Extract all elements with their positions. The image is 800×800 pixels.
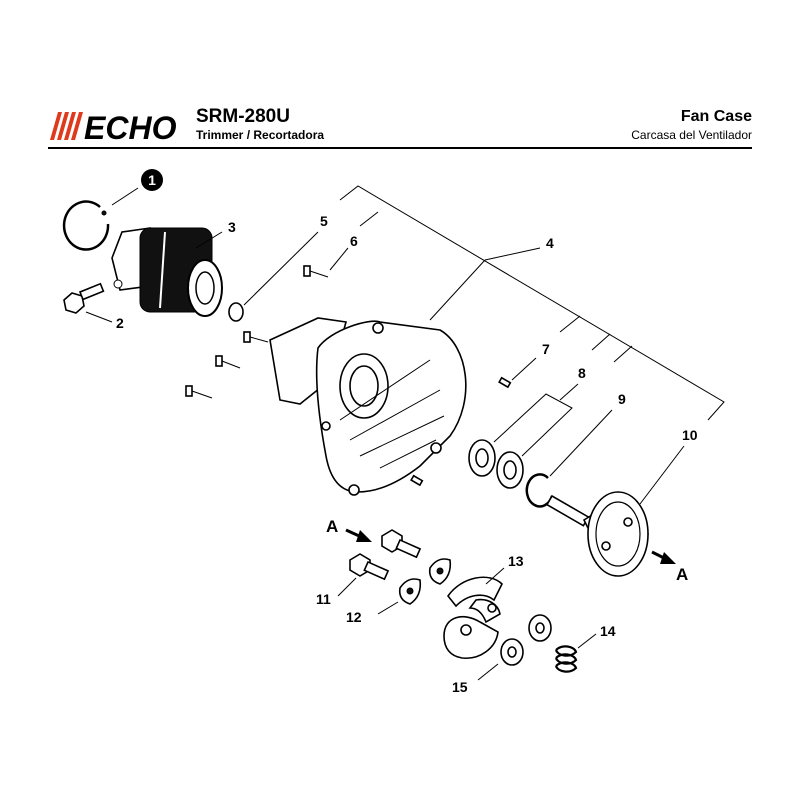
callout-9: 9 bbox=[618, 391, 626, 407]
part-4-fan-case: 4 bbox=[269, 235, 554, 496]
echo-logo: ECHO bbox=[50, 110, 177, 144]
ref-a-right: A bbox=[676, 565, 688, 584]
screw-6b bbox=[243, 331, 269, 343]
callout-12: 12 bbox=[346, 609, 362, 625]
callout-3: 3 bbox=[228, 219, 236, 235]
callout-15: 15 bbox=[452, 679, 468, 695]
part-8-bearings: 8 bbox=[468, 365, 586, 489]
screw-6d bbox=[185, 385, 213, 399]
part-1-circlip: 1 bbox=[62, 169, 163, 251]
callout-2: 2 bbox=[116, 315, 124, 331]
callout-1-badge bbox=[141, 169, 163, 191]
page-title: Fan Case bbox=[680, 108, 752, 125]
ref-arrow-a-right: A bbox=[651, 550, 688, 584]
part-14-spring: 14 bbox=[554, 623, 616, 673]
callout-8: 8 bbox=[578, 365, 586, 381]
ref-arrow-a-left: A bbox=[326, 517, 372, 542]
part-7-pin: 7 bbox=[410, 341, 550, 487]
screw-6a bbox=[303, 265, 329, 278]
brand-wordmark: ECHO bbox=[84, 110, 177, 144]
assembly-bracket bbox=[339, 185, 725, 421]
callout-1: 1 bbox=[148, 172, 156, 188]
callout-14: 14 bbox=[600, 623, 616, 639]
part-6-screws: 6 bbox=[185, 233, 358, 399]
part-5-ring: 5 bbox=[228, 213, 328, 322]
model-number: SRM-280U bbox=[196, 106, 290, 127]
part-10-clutch-drum: 10 bbox=[545, 427, 698, 577]
screw-6c bbox=[215, 355, 241, 369]
part-12-washers: 12 bbox=[346, 558, 452, 625]
callout-5: 5 bbox=[320, 213, 328, 229]
part-9-circlip: 9 bbox=[525, 391, 626, 508]
part-2-bolt: 2 bbox=[63, 282, 124, 331]
part-11-bolts: 11 bbox=[316, 529, 422, 607]
callout-11: 11 bbox=[316, 591, 331, 607]
page-title-es: Carcasa del Ventilador bbox=[631, 128, 752, 142]
header: ECHO SRM-280U Trimmer / Recortadora Fan … bbox=[0, 0, 800, 150]
callout-13: 13 bbox=[508, 553, 524, 569]
callout-7: 7 bbox=[542, 341, 550, 357]
callout-10: 10 bbox=[682, 427, 698, 443]
header-rule bbox=[48, 147, 752, 149]
callout-4: 4 bbox=[546, 235, 554, 251]
model-subtitle: Trimmer / Recortadora bbox=[196, 128, 325, 142]
part-15-clutch-shoe: 15 bbox=[443, 614, 552, 695]
ref-a-left: A bbox=[326, 517, 338, 536]
callout-6: 6 bbox=[350, 233, 358, 249]
part-3-coupler: 3 bbox=[111, 219, 236, 317]
part-13-clutch-shoe: 13 bbox=[447, 553, 524, 624]
